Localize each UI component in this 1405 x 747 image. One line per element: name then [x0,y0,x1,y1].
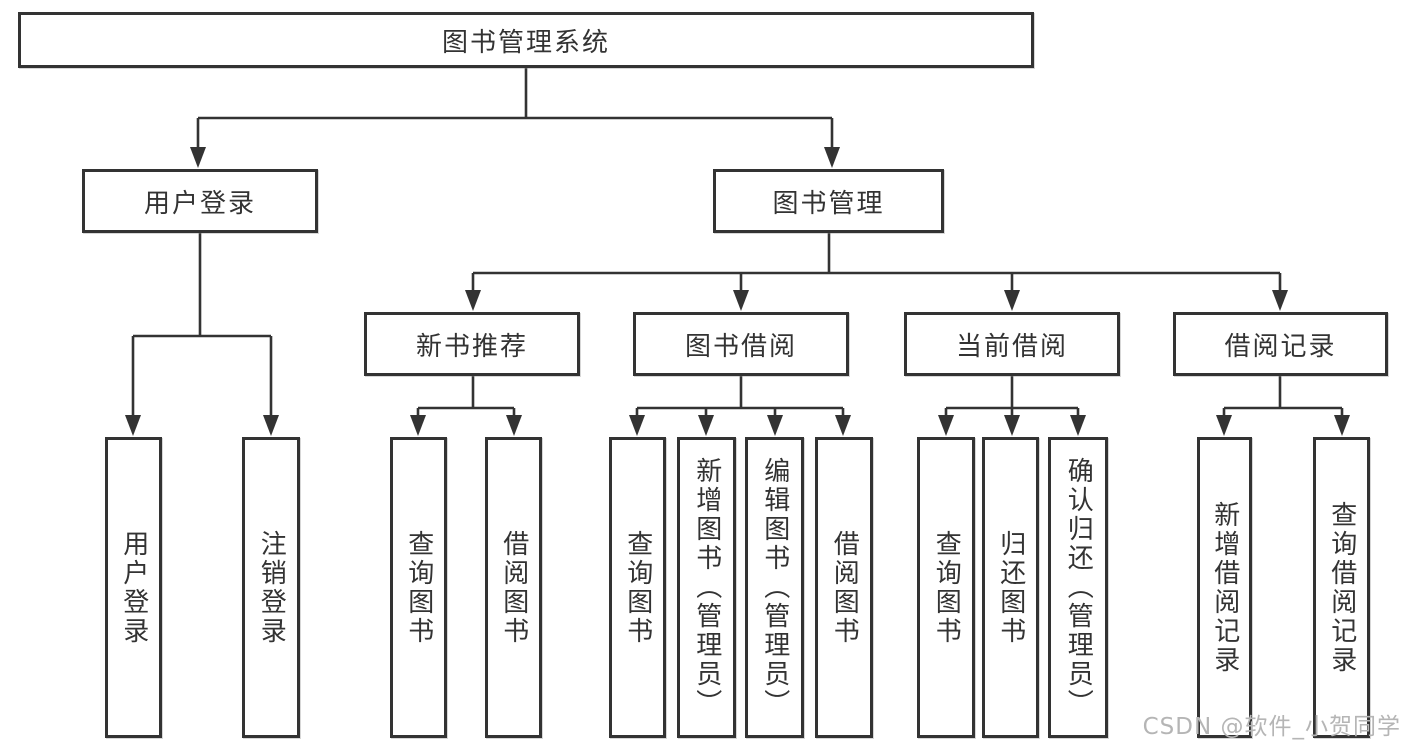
node-label: 查询借阅记录 [1326,500,1357,675]
node-query-books-recommend: 查询图书 [390,437,447,738]
node-label: 新增图书（管理员） [691,457,722,718]
node-user-login: 用户登录 [82,169,318,233]
arrowhead-icon [698,415,714,436]
arrowhead-icon [263,415,279,436]
node-query-borrow-record: 查询借阅记录 [1313,437,1370,738]
arrowhead-icon [1004,415,1020,436]
arrowhead-icon [1004,290,1020,311]
node-return-books: 归还图书 [982,437,1039,738]
node-label: 当前借阅 [955,331,1068,362]
arrowhead-icon [767,415,783,436]
node-new-book-recommend: 新书推荐 [364,312,580,376]
connector-new-book-recommend-branch [410,376,522,436]
arrowhead-icon [1334,415,1350,436]
arrowhead-icon [1070,415,1086,436]
connector-current-borrow-branch [938,376,1086,436]
node-label: 用户登录 [143,188,256,219]
node-logout: 注销登录 [242,437,300,738]
node-borrow-records: 借阅记录 [1173,312,1388,376]
arrowhead-icon [938,415,954,436]
node-borrow-books: 借阅图书 [815,437,873,738]
node-add-borrow-record: 新增借阅记录 [1197,437,1252,738]
node-query-books-current: 查询图书 [917,437,975,738]
node-borrow-books-recommend: 借阅图书 [485,437,542,738]
node-confirm-return-admin: 确认归还（管理员） [1048,437,1108,738]
connector-book-management-branch [465,233,1288,311]
node-edit-books-admin: 编辑图书（管理员） [745,437,804,738]
node-label: 借阅记录 [1224,331,1337,362]
arrowhead-icon [190,147,206,168]
node-current-borrow: 当前借阅 [904,312,1120,376]
arrowhead-icon [629,415,645,436]
node-label: 查询图书 [403,529,434,646]
node-label: 确认归还（管理员） [1063,457,1094,718]
node-label: 借阅图书 [829,529,860,646]
node-library-system: 图书管理系统 [18,12,1034,68]
arrowhead-icon [465,290,481,311]
connector-root-to-level2 [190,68,840,168]
node-user-login-action: 用户登录 [105,437,162,738]
node-query-books-borrow: 查询图书 [609,437,666,738]
arrowhead-icon [1272,290,1288,311]
node-label: 注销登录 [256,529,287,646]
node-add-books-admin: 新增图书（管理员） [677,437,736,738]
node-label: 图书管理 [772,188,885,219]
connector-book-borrow-branch [629,376,851,436]
arrowhead-icon [824,147,840,168]
node-label: 新书推荐 [415,331,528,362]
arrowhead-icon [733,290,749,311]
node-label: 查询图书 [931,529,962,646]
connector-user-login-branch [125,233,279,436]
arrowhead-icon [125,415,141,436]
arrowhead-icon [410,415,426,436]
node-book-management: 图书管理 [713,169,944,233]
arrowhead-icon [1216,415,1232,436]
node-label: 查询图书 [622,529,653,646]
csdn-watermark: CSDN @软件_小贺同学 [1142,714,1401,740]
node-label: 归还图书 [995,529,1026,646]
node-label: 借阅图书 [498,529,529,646]
node-label: 新增借阅记录 [1209,500,1240,675]
node-label: 用户登录 [118,529,149,646]
node-book-borrow: 图书借阅 [633,312,849,376]
connector-borrow-records-branch [1216,376,1350,436]
node-label: 编辑图书（管理员） [759,457,790,718]
arrowhead-icon [835,415,851,436]
node-label: 图书管理系统 [441,27,610,58]
node-label: 图书借阅 [684,331,797,362]
arrowhead-icon [506,415,522,436]
